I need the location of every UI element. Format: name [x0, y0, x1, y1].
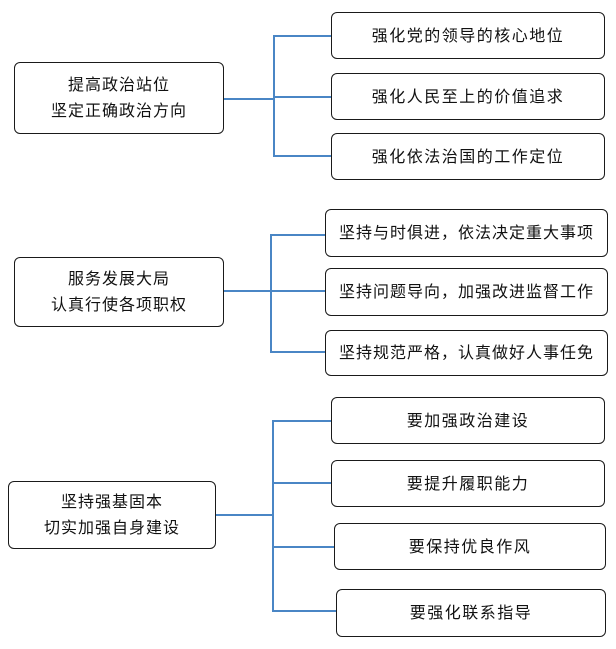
leaf-box-2-1: 坚持与时俱进，依法决定重大事项 [325, 209, 608, 257]
connector-2-leaf-1 [270, 234, 325, 236]
leaf-box-3-1: 要加强政治建设 [331, 397, 605, 444]
leaf-3-1-label: 要加强政治建设 [406, 410, 530, 430]
leaf-box-2-2: 坚持问题导向，加强改进监督工作 [325, 268, 608, 316]
leaf-box-1-3: 强化依法治国的工作定位 [331, 133, 605, 180]
leaf-box-2-3: 坚持规范严格，认真做好人事任免 [325, 330, 608, 376]
leaf-1-1-label: 强化党的领导的核心地位 [371, 25, 565, 45]
connector-2-leaf-2 [270, 290, 325, 292]
connector-3-leaf-2 [272, 482, 332, 484]
connector-3-root [216, 514, 274, 516]
root-2-line-1: 服务发展大局 [67, 269, 170, 288]
leaf-2-3-label: 坚持规范严格，认真做好人事任免 [338, 343, 594, 362]
root-3-line-1: 坚持强基固本 [60, 492, 163, 511]
root-1-line-1: 提高政治站位 [67, 75, 170, 94]
root-1-line-2: 坚定正确政治方向 [50, 101, 187, 120]
leaf-2-2-label: 坚持问题导向，加强改进监督工作 [338, 282, 594, 301]
connector-3-leaf-1 [272, 420, 332, 422]
leaf-3-2-label: 要提升履职能力 [406, 473, 530, 493]
connector-1-leaf-3 [273, 155, 331, 157]
connector-3-leaf-4 [272, 610, 336, 612]
leaf-box-1-1: 强化党的领导的核心地位 [331, 12, 605, 59]
leaf-box-3-4: 要强化联系指导 [336, 589, 606, 637]
root-box-2: 服务发展大局 认真行使各项职权 [14, 257, 224, 327]
connector-3-leaf-3 [272, 546, 334, 548]
connector-1-root [224, 98, 274, 100]
connector-1-leaf-2 [273, 96, 331, 98]
leaf-3-4-label: 要强化联系指导 [409, 603, 533, 622]
leaf-box-3-3: 要保持优良作风 [334, 523, 606, 570]
connector-2-leaf-3 [270, 351, 325, 353]
root-3-line-2: 切实加强自身建设 [43, 518, 180, 537]
leaf-2-1-label: 坚持与时俱进，依法决定重大事项 [338, 223, 594, 242]
connector-3-vertical [272, 420, 274, 612]
leaf-box-3-2: 要提升履职能力 [331, 460, 605, 507]
root-box-1: 提高政治站位 坚定正确政治方向 [14, 62, 224, 134]
leaf-box-1-2: 强化人民至上的价值追求 [331, 73, 605, 120]
leaf-3-3-label: 要保持优良作风 [408, 536, 532, 556]
root-box-3: 坚持强基固本 切实加强自身建设 [8, 481, 216, 549]
leaf-1-3-label: 强化依法治国的工作定位 [371, 146, 565, 166]
leaf-1-2-label: 强化人民至上的价值追求 [371, 86, 565, 106]
connector-2-vertical [270, 234, 272, 353]
root-2-line-2: 认真行使各项职权 [50, 295, 187, 314]
connector-2-root [224, 290, 272, 292]
connector-1-leaf-1 [273, 35, 331, 37]
